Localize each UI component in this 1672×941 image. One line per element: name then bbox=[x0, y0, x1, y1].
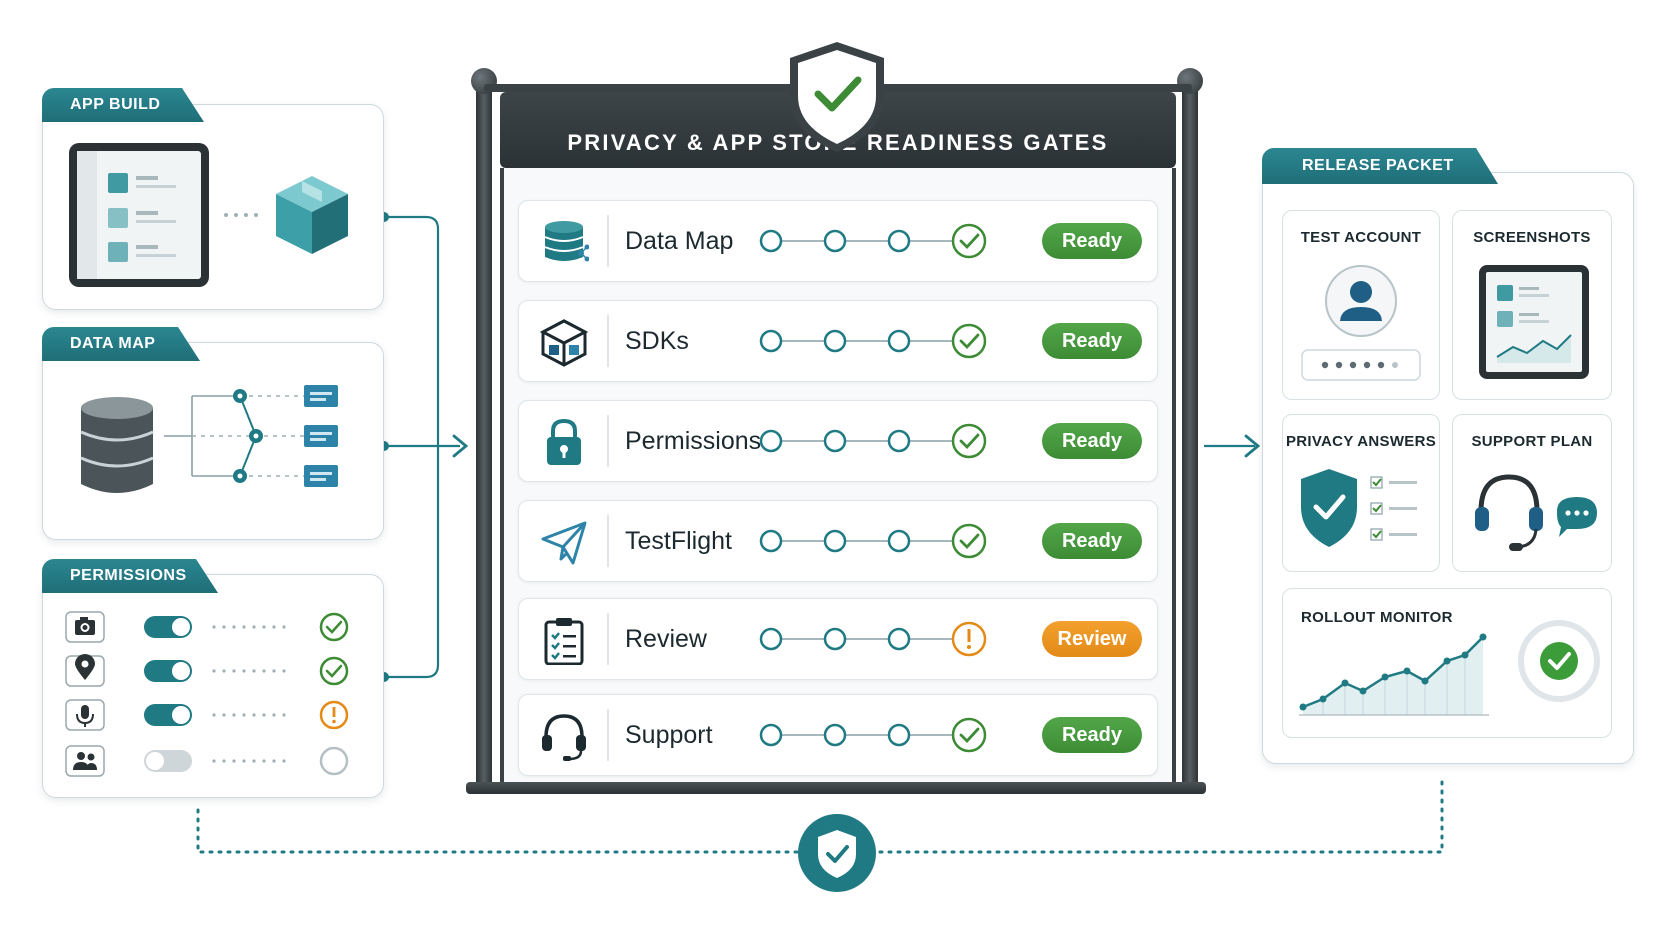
gate-progress-track bbox=[759, 715, 999, 755]
bottom-shield-icon bbox=[798, 814, 876, 892]
paper-plane-icon bbox=[539, 517, 589, 567]
gate-status-badge: Ready bbox=[1042, 223, 1142, 259]
database-icon bbox=[80, 397, 154, 493]
gate-progress-track bbox=[759, 521, 999, 561]
empty-status-icon bbox=[319, 746, 349, 776]
gate-row-sdks: SDKs Ready bbox=[518, 300, 1158, 382]
test-account-title: TEST ACCOUNT bbox=[1300, 229, 1422, 246]
data-map-tab: DATA MAP bbox=[42, 327, 200, 361]
check-icon bbox=[319, 612, 349, 642]
app-build-tab: APP BUILD bbox=[42, 88, 204, 122]
cube-icon bbox=[539, 317, 589, 367]
screenshots-title: SCREENSHOTS bbox=[1473, 229, 1591, 246]
sign-post-right bbox=[1182, 84, 1198, 786]
gate-progress-track bbox=[759, 421, 999, 461]
gate-divider bbox=[607, 415, 609, 467]
rollout-monitor-title: ROLLOUT MONITOR bbox=[1301, 609, 1453, 626]
support-headset-icon bbox=[1475, 474, 1597, 551]
gate-status-badge: Ready bbox=[1042, 523, 1142, 559]
lock-icon bbox=[539, 417, 589, 467]
sign-base bbox=[466, 782, 1206, 794]
data-flow-diagram bbox=[164, 385, 338, 487]
permissions-tab: PERMISSIONS bbox=[42, 559, 218, 593]
gate-status-badge: Ready bbox=[1042, 423, 1142, 459]
user-avatar-icon bbox=[1325, 265, 1397, 337]
warning-icon bbox=[319, 700, 349, 730]
privacy-answers-title: PRIVACY ANSWERS bbox=[1285, 433, 1437, 450]
gate-row-review: Review Review bbox=[518, 598, 1158, 680]
microphone-icon bbox=[76, 705, 94, 727]
privacy-shield-icon bbox=[1301, 469, 1417, 547]
gate-label: TestFlight bbox=[625, 526, 732, 555]
gate-row-permissions: Permissions Ready bbox=[518, 400, 1158, 482]
tablet-icon bbox=[69, 143, 209, 287]
gate-row-support: Support Ready bbox=[518, 694, 1158, 776]
gate-divider bbox=[607, 315, 609, 367]
sign-post-left bbox=[476, 84, 492, 786]
gate-label: Review bbox=[625, 624, 707, 653]
location-icon bbox=[75, 654, 95, 680]
camera-icon bbox=[75, 617, 95, 635]
package-icon bbox=[276, 176, 348, 254]
privacy-answers-panel: PRIVACY ANSWERS bbox=[1282, 414, 1440, 572]
clipboard-icon bbox=[539, 615, 589, 666]
support-plan-title: SUPPORT PLAN bbox=[1471, 433, 1593, 450]
check-icon bbox=[319, 656, 349, 686]
dots-connector bbox=[224, 213, 258, 217]
permissions-list bbox=[65, 611, 349, 777]
rollout-check-icon bbox=[1518, 620, 1600, 702]
shield-check-icon bbox=[790, 42, 884, 152]
gate-status-badge: Ready bbox=[1042, 323, 1142, 359]
headset-icon bbox=[539, 711, 589, 761]
password-field bbox=[1301, 349, 1421, 381]
gate-divider bbox=[607, 515, 609, 567]
test-account-panel: TEST ACCOUNT bbox=[1282, 210, 1440, 400]
gate-status-badge: Review bbox=[1042, 621, 1142, 657]
gate-divider bbox=[607, 613, 609, 665]
support-plan-panel: SUPPORT PLAN bbox=[1452, 414, 1612, 572]
release-packet-tab: RELEASE PACKET bbox=[1262, 148, 1498, 184]
screenshot-tablet-icon bbox=[1479, 265, 1589, 379]
gate-progress-track bbox=[759, 221, 999, 261]
gate-divider bbox=[607, 709, 609, 761]
gate-label: Support bbox=[625, 720, 713, 749]
database-icon bbox=[539, 217, 590, 267]
gate-status-badge: Ready bbox=[1042, 717, 1142, 753]
gate-label: Permissions bbox=[625, 426, 762, 455]
contacts-icon bbox=[73, 752, 97, 770]
gate-label: SDKs bbox=[625, 326, 689, 355]
gate-row-data-map: Data Map Ready bbox=[518, 200, 1158, 282]
gate-progress-track bbox=[759, 321, 999, 361]
rollout-monitor-panel: ROLLOUT MONITOR bbox=[1282, 588, 1612, 738]
gate-label: Data Map bbox=[625, 226, 734, 255]
rollout-chart bbox=[1299, 633, 1489, 716]
screenshots-panel: SCREENSHOTS bbox=[1452, 210, 1612, 400]
gate-divider bbox=[607, 215, 609, 267]
gate-row-testflight: TestFlight Ready bbox=[518, 500, 1158, 582]
gate-progress-track bbox=[759, 619, 999, 659]
